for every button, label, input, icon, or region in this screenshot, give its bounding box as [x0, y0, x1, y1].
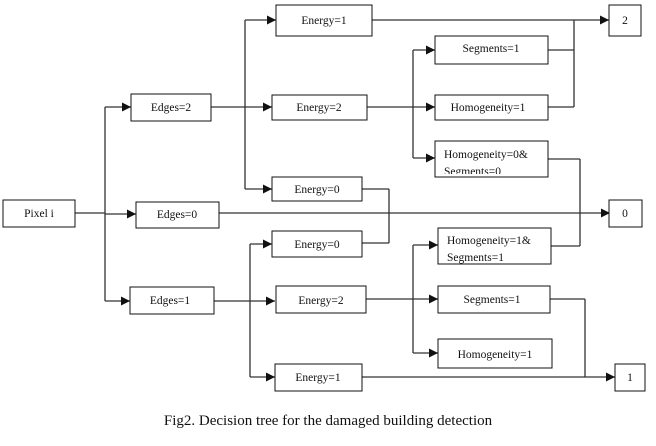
node-a-segments1: Segments=1	[463, 43, 520, 55]
node-b-homog1-seg1-line2: Segments=1	[447, 252, 504, 264]
node-e1-energy2-box	[275, 285, 367, 314]
node-a-homog1-box	[434, 94, 549, 121]
node-e1-energy0-box	[271, 230, 363, 258]
node-e2-energy1: Energy=1	[301, 15, 346, 27]
node-b-homog1-box	[437, 338, 553, 369]
node-root: Pixel i	[24, 208, 54, 220]
node-a-homog0-seg0-box	[434, 140, 549, 178]
node-edges0: Edges=0	[157, 209, 198, 221]
connectors	[75, 15, 615, 382]
node-out0: 0	[622, 208, 628, 220]
node-a-segments1-box	[434, 35, 549, 65]
node-edges1-box	[129, 286, 215, 315]
node-e1-energy1: Energy=1	[295, 372, 340, 384]
node-e2-energy1-box	[275, 4, 373, 37]
node-b-segments1: Segments=1	[464, 294, 521, 306]
node-out1: 1	[627, 372, 633, 384]
node-out1-box	[614, 363, 646, 392]
node-edges1: Edges=1	[150, 295, 191, 307]
node-edges2: Edges=2	[151, 102, 192, 114]
node-e2-energy0: Energy=0	[294, 184, 339, 196]
node-e1-energy2: Energy=2	[298, 295, 343, 307]
node-b-homog1: Homogeneity=1	[458, 349, 533, 361]
node-e1-energy1-box	[274, 363, 363, 392]
node-b-homog1-seg1-line1: Homogeneity=1&	[447, 235, 531, 247]
node-b-homog1-seg1-box	[437, 227, 552, 265]
node-a-homog0-seg0-line1: Homogeneity=0&	[444, 149, 528, 161]
node-a-homog1: Homogeneity=1	[451, 102, 526, 114]
node-e2-energy2: Energy=2	[296, 102, 341, 114]
node-e1-energy0: Energy=0	[294, 239, 339, 251]
node-edges0-box	[135, 201, 220, 229]
node-b-segments1-box	[437, 285, 551, 314]
node-out2-box	[608, 4, 642, 37]
node-boxes	[2, 4, 646, 392]
figure-caption: Fig2. Decision tree for the damaged buil…	[163, 413, 493, 429]
node-out0-box	[608, 199, 643, 228]
node-e2-energy2-box	[271, 94, 368, 121]
node-e2-energy0-box	[271, 176, 363, 202]
node-out2: 2	[622, 15, 628, 27]
node-edges2-box	[130, 93, 212, 122]
node-root-box	[2, 199, 76, 228]
